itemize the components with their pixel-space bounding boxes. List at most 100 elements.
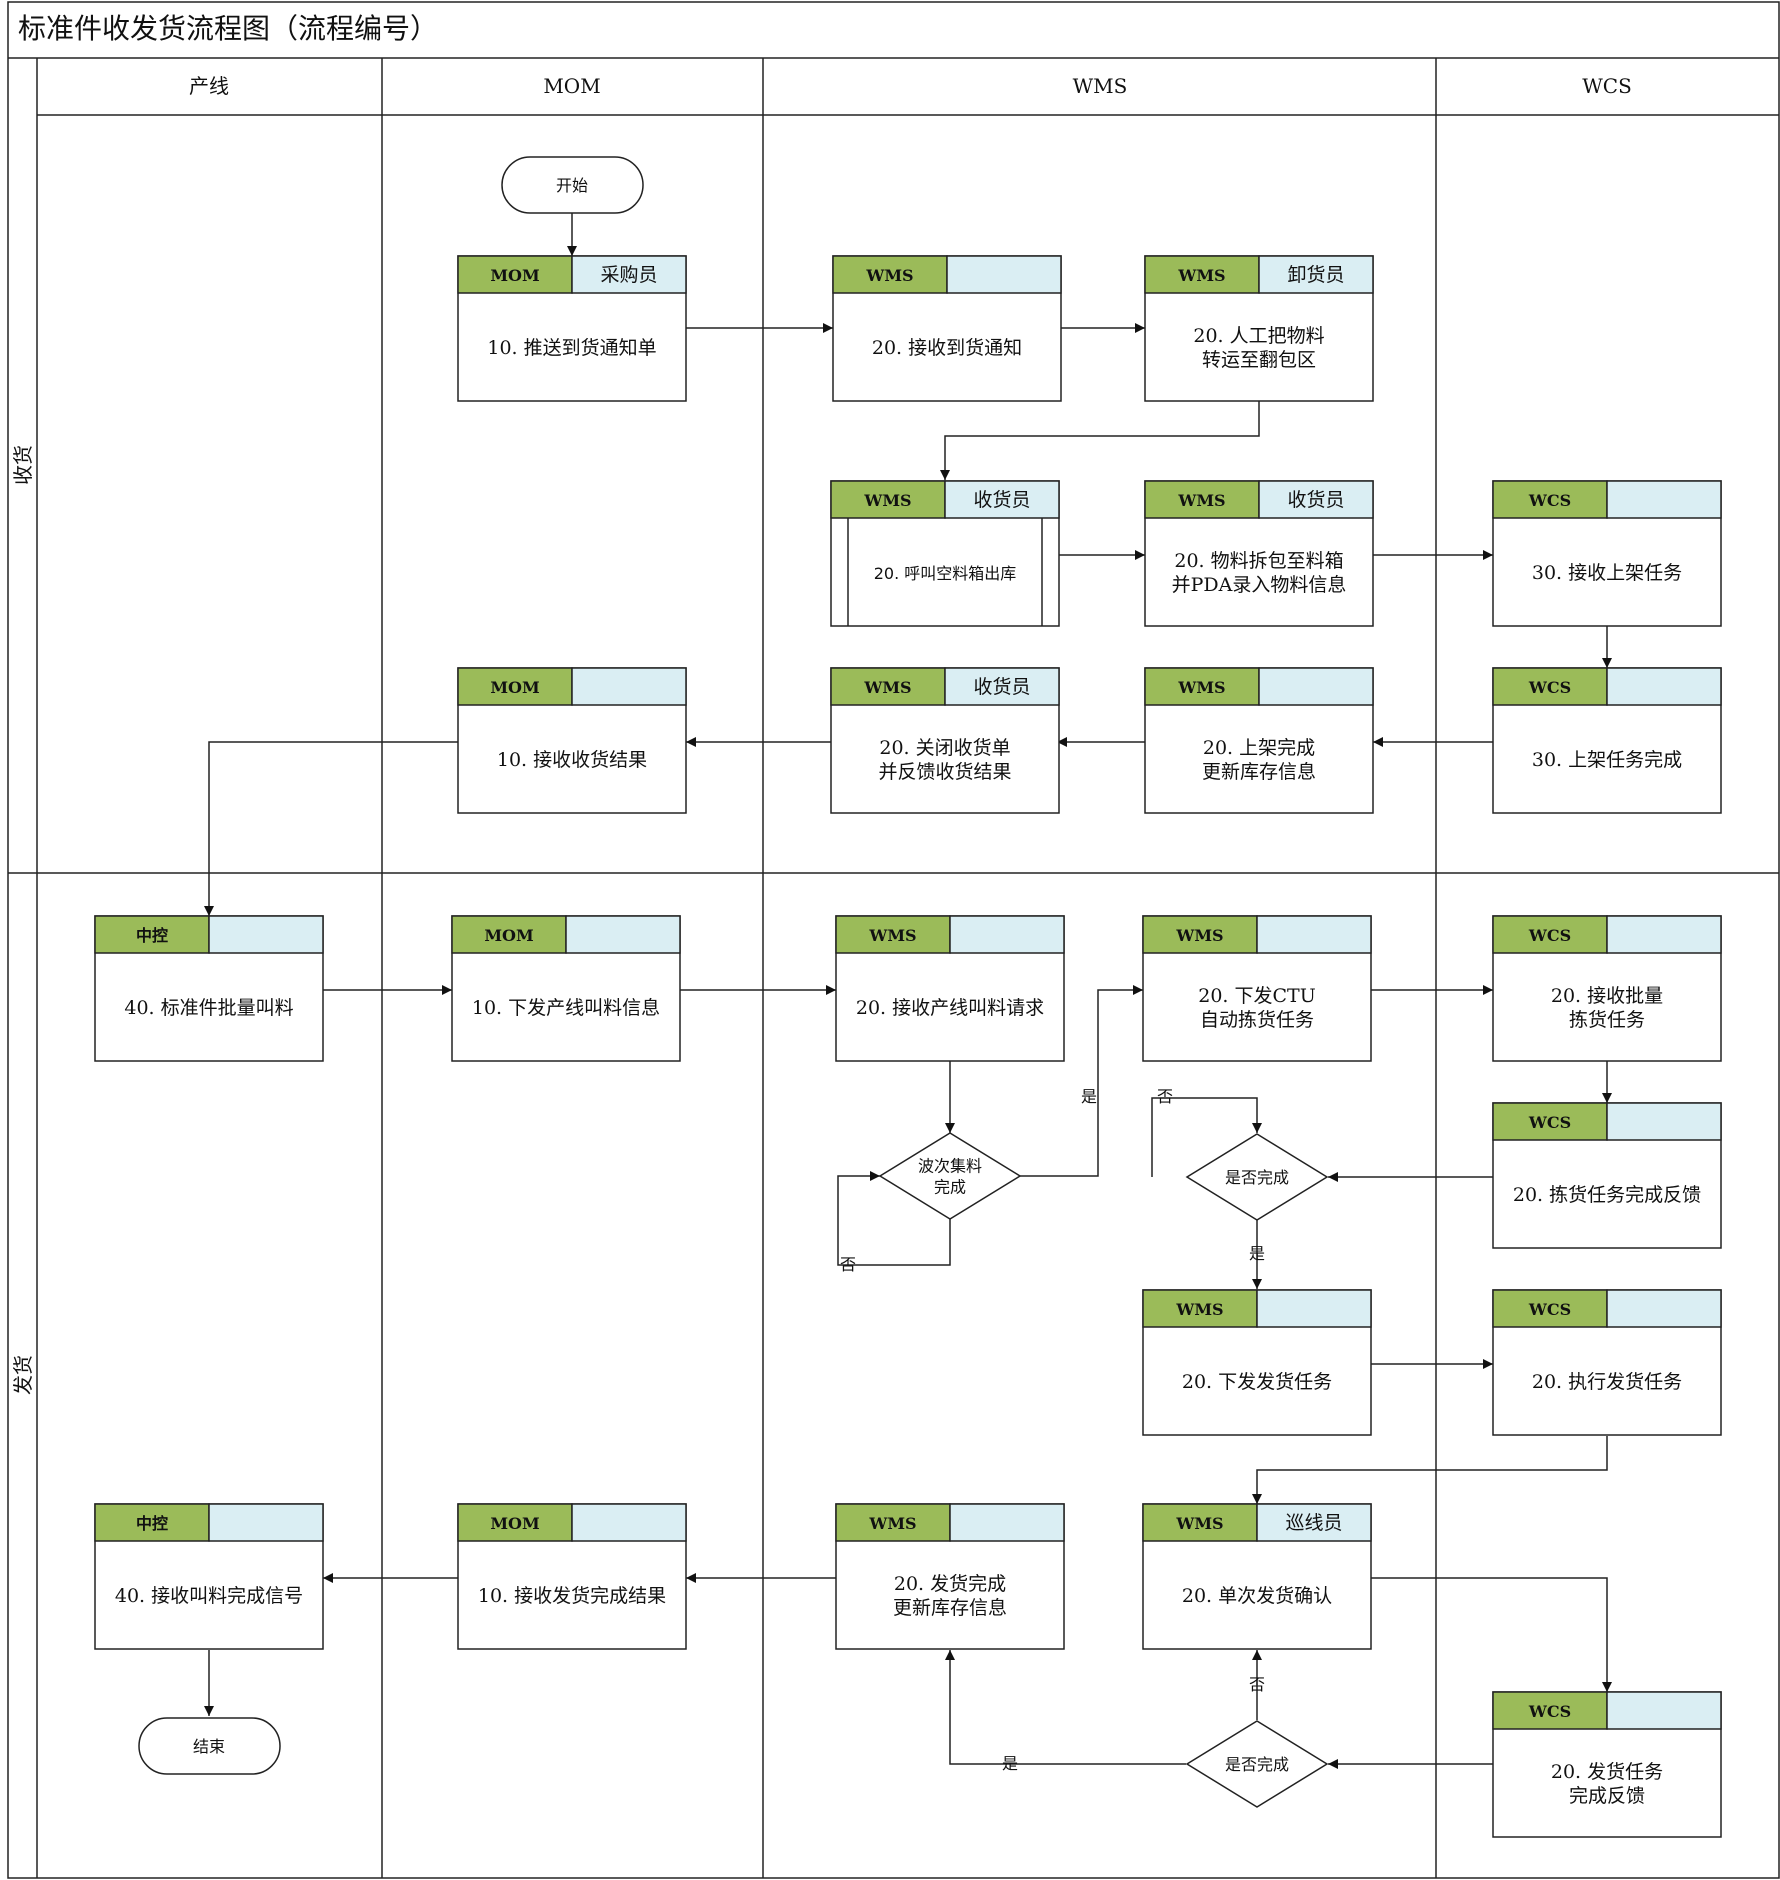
swimlane-frame xyxy=(7,1,1780,1879)
decision-diamond: 是否完成 xyxy=(1185,1720,1329,1808)
decision-diamond: 是否完成 xyxy=(1185,1133,1329,1221)
process-text: 20. 呼叫空料箱出库 xyxy=(874,564,1017,583)
system-tag: WCS xyxy=(1528,1300,1571,1319)
system-tag: MOM xyxy=(490,266,539,285)
process-text: 20. 人工把物料 xyxy=(1193,325,1324,347)
phase-label-receiving: 收货 xyxy=(11,445,35,485)
role-tag: 收货员 xyxy=(973,676,1030,698)
system-tag: WMS xyxy=(1177,491,1225,510)
process-text: 20. 关闭收货单 xyxy=(879,737,1010,759)
connectors xyxy=(204,213,1612,1769)
process-text: 10. 下发产线叫料信息 xyxy=(472,997,660,1019)
system-tag: WMS xyxy=(1177,266,1225,285)
edge-label-no: 否 xyxy=(1249,1675,1265,1694)
system-tag: WMS xyxy=(865,266,913,285)
process-box: WMS 收货员 20. 呼叫空料箱出库 xyxy=(830,480,1060,627)
phase-label-shipping: 发货 xyxy=(11,1355,35,1395)
process-text: 20. 接收批量 xyxy=(1551,985,1663,1007)
process-text: 自动拣货任务 xyxy=(1200,1009,1314,1031)
process-box: MOM 采购员 10. 推送到货通知单 xyxy=(457,255,687,402)
process-text: 30. 接收上架任务 xyxy=(1532,562,1682,584)
process-box: WCS 30. 接收上架任务 xyxy=(1492,480,1722,627)
process-text: 40. 标准件批量叫料 xyxy=(124,997,293,1019)
process-box: WCS 20. 拣货任务完成反馈 xyxy=(1492,1102,1722,1249)
system-tag: WMS xyxy=(1177,678,1225,697)
process-text: 20. 接收产线叫料请求 xyxy=(856,997,1044,1019)
role-tag: 卸货员 xyxy=(1287,264,1344,286)
system-tag: WCS xyxy=(1528,491,1571,510)
start-terminal: 开始 xyxy=(501,156,644,214)
process-text: 更新库存信息 xyxy=(1202,761,1316,783)
system-tag: MOM xyxy=(484,926,533,945)
decision-text: 是否完成 xyxy=(1225,1168,1289,1187)
column-header-wms: WMS xyxy=(1073,74,1128,98)
decision-text: 波次集料 xyxy=(918,1157,982,1176)
edge-label-no: 否 xyxy=(1157,1087,1173,1106)
edge-label-yes: 是 xyxy=(1081,1087,1097,1106)
process-text: 20. 下发发货任务 xyxy=(1182,1371,1332,1393)
process-box: MOM 10. 接收发货完成结果 xyxy=(457,1503,687,1650)
process-box: MOM 10. 下发产线叫料信息 xyxy=(451,915,681,1062)
system-tag: WMS xyxy=(863,491,911,510)
column-header-wcs: WCS xyxy=(1582,74,1632,98)
process-text: 20. 接收到货通知 xyxy=(872,337,1022,359)
process-text: 20. 发货完成 xyxy=(894,1573,1006,1595)
edge-label-yes: 是 xyxy=(1249,1244,1265,1263)
system-tag: WCS xyxy=(1528,678,1571,697)
decision-text: 完成 xyxy=(934,1178,966,1197)
edge-label-yes: 是 xyxy=(1002,1754,1018,1773)
end-terminal: 结束 xyxy=(138,1717,281,1775)
system-tag: WMS xyxy=(1175,926,1223,945)
system-tag: WMS xyxy=(1175,1514,1223,1533)
process-text: 20. 发货任务 xyxy=(1551,1761,1663,1783)
system-tag: WMS xyxy=(1175,1300,1223,1319)
process-text: 转运至翻包区 xyxy=(1202,349,1316,371)
edge-label-no: 否 xyxy=(840,1255,856,1274)
process-text: 更新库存信息 xyxy=(893,1597,1007,1619)
process-text: 20. 拣货任务完成反馈 xyxy=(1513,1184,1701,1206)
page-title: 标准件收发货流程图（流程编号） xyxy=(18,12,438,45)
column-header-production-line: 产线 xyxy=(189,74,229,98)
process-text: 并PDA录入物料信息 xyxy=(1172,574,1347,596)
role-tag: 收货员 xyxy=(1287,489,1344,511)
process-text: 拣货任务 xyxy=(1569,1009,1645,1031)
process-box: MOM 10. 接收收货结果 xyxy=(457,667,687,814)
process-box: WMS 20. 接收到货通知 xyxy=(832,255,1062,402)
end-label: 结束 xyxy=(193,1737,225,1756)
role-tag: 采购员 xyxy=(600,264,657,286)
system-tag: 中控 xyxy=(136,1514,168,1533)
decision-nodes: 波次集料完成是否完成是否完成 xyxy=(878,1132,1329,1808)
system-tag: WCS xyxy=(1528,1113,1571,1132)
start-label: 开始 xyxy=(556,176,588,195)
process-text: 10. 接收发货完成结果 xyxy=(478,1585,666,1607)
process-text: 20. 下发CTU xyxy=(1198,985,1315,1007)
system-tag: WMS xyxy=(868,1514,916,1533)
system-tag: WCS xyxy=(1528,926,1571,945)
system-tag: WMS xyxy=(868,926,916,945)
process-text: 并反馈收货结果 xyxy=(878,761,1011,783)
process-box: WMS 20. 下发发货任务 xyxy=(1142,1289,1372,1436)
role-tag: 收货员 xyxy=(973,489,1030,511)
process-text: 10. 接收收货结果 xyxy=(497,749,647,771)
process-boxes: MOM 采购员 10. 推送到货通知单 WMS 20. 接收到货通知 WMS 卸货员 20. … xyxy=(94,255,1722,1838)
system-tag: MOM xyxy=(490,1514,539,1533)
system-tag: MOM xyxy=(490,678,539,697)
system-tag: WCS xyxy=(1528,1702,1571,1721)
decision-text: 是否完成 xyxy=(1225,1755,1289,1774)
process-text: 完成反馈 xyxy=(1569,1785,1645,1807)
process-text: 20. 物料拆包至料箱 xyxy=(1174,550,1343,572)
process-text: 10. 推送到货通知单 xyxy=(487,337,656,359)
column-header-mom: MOM xyxy=(543,74,600,98)
